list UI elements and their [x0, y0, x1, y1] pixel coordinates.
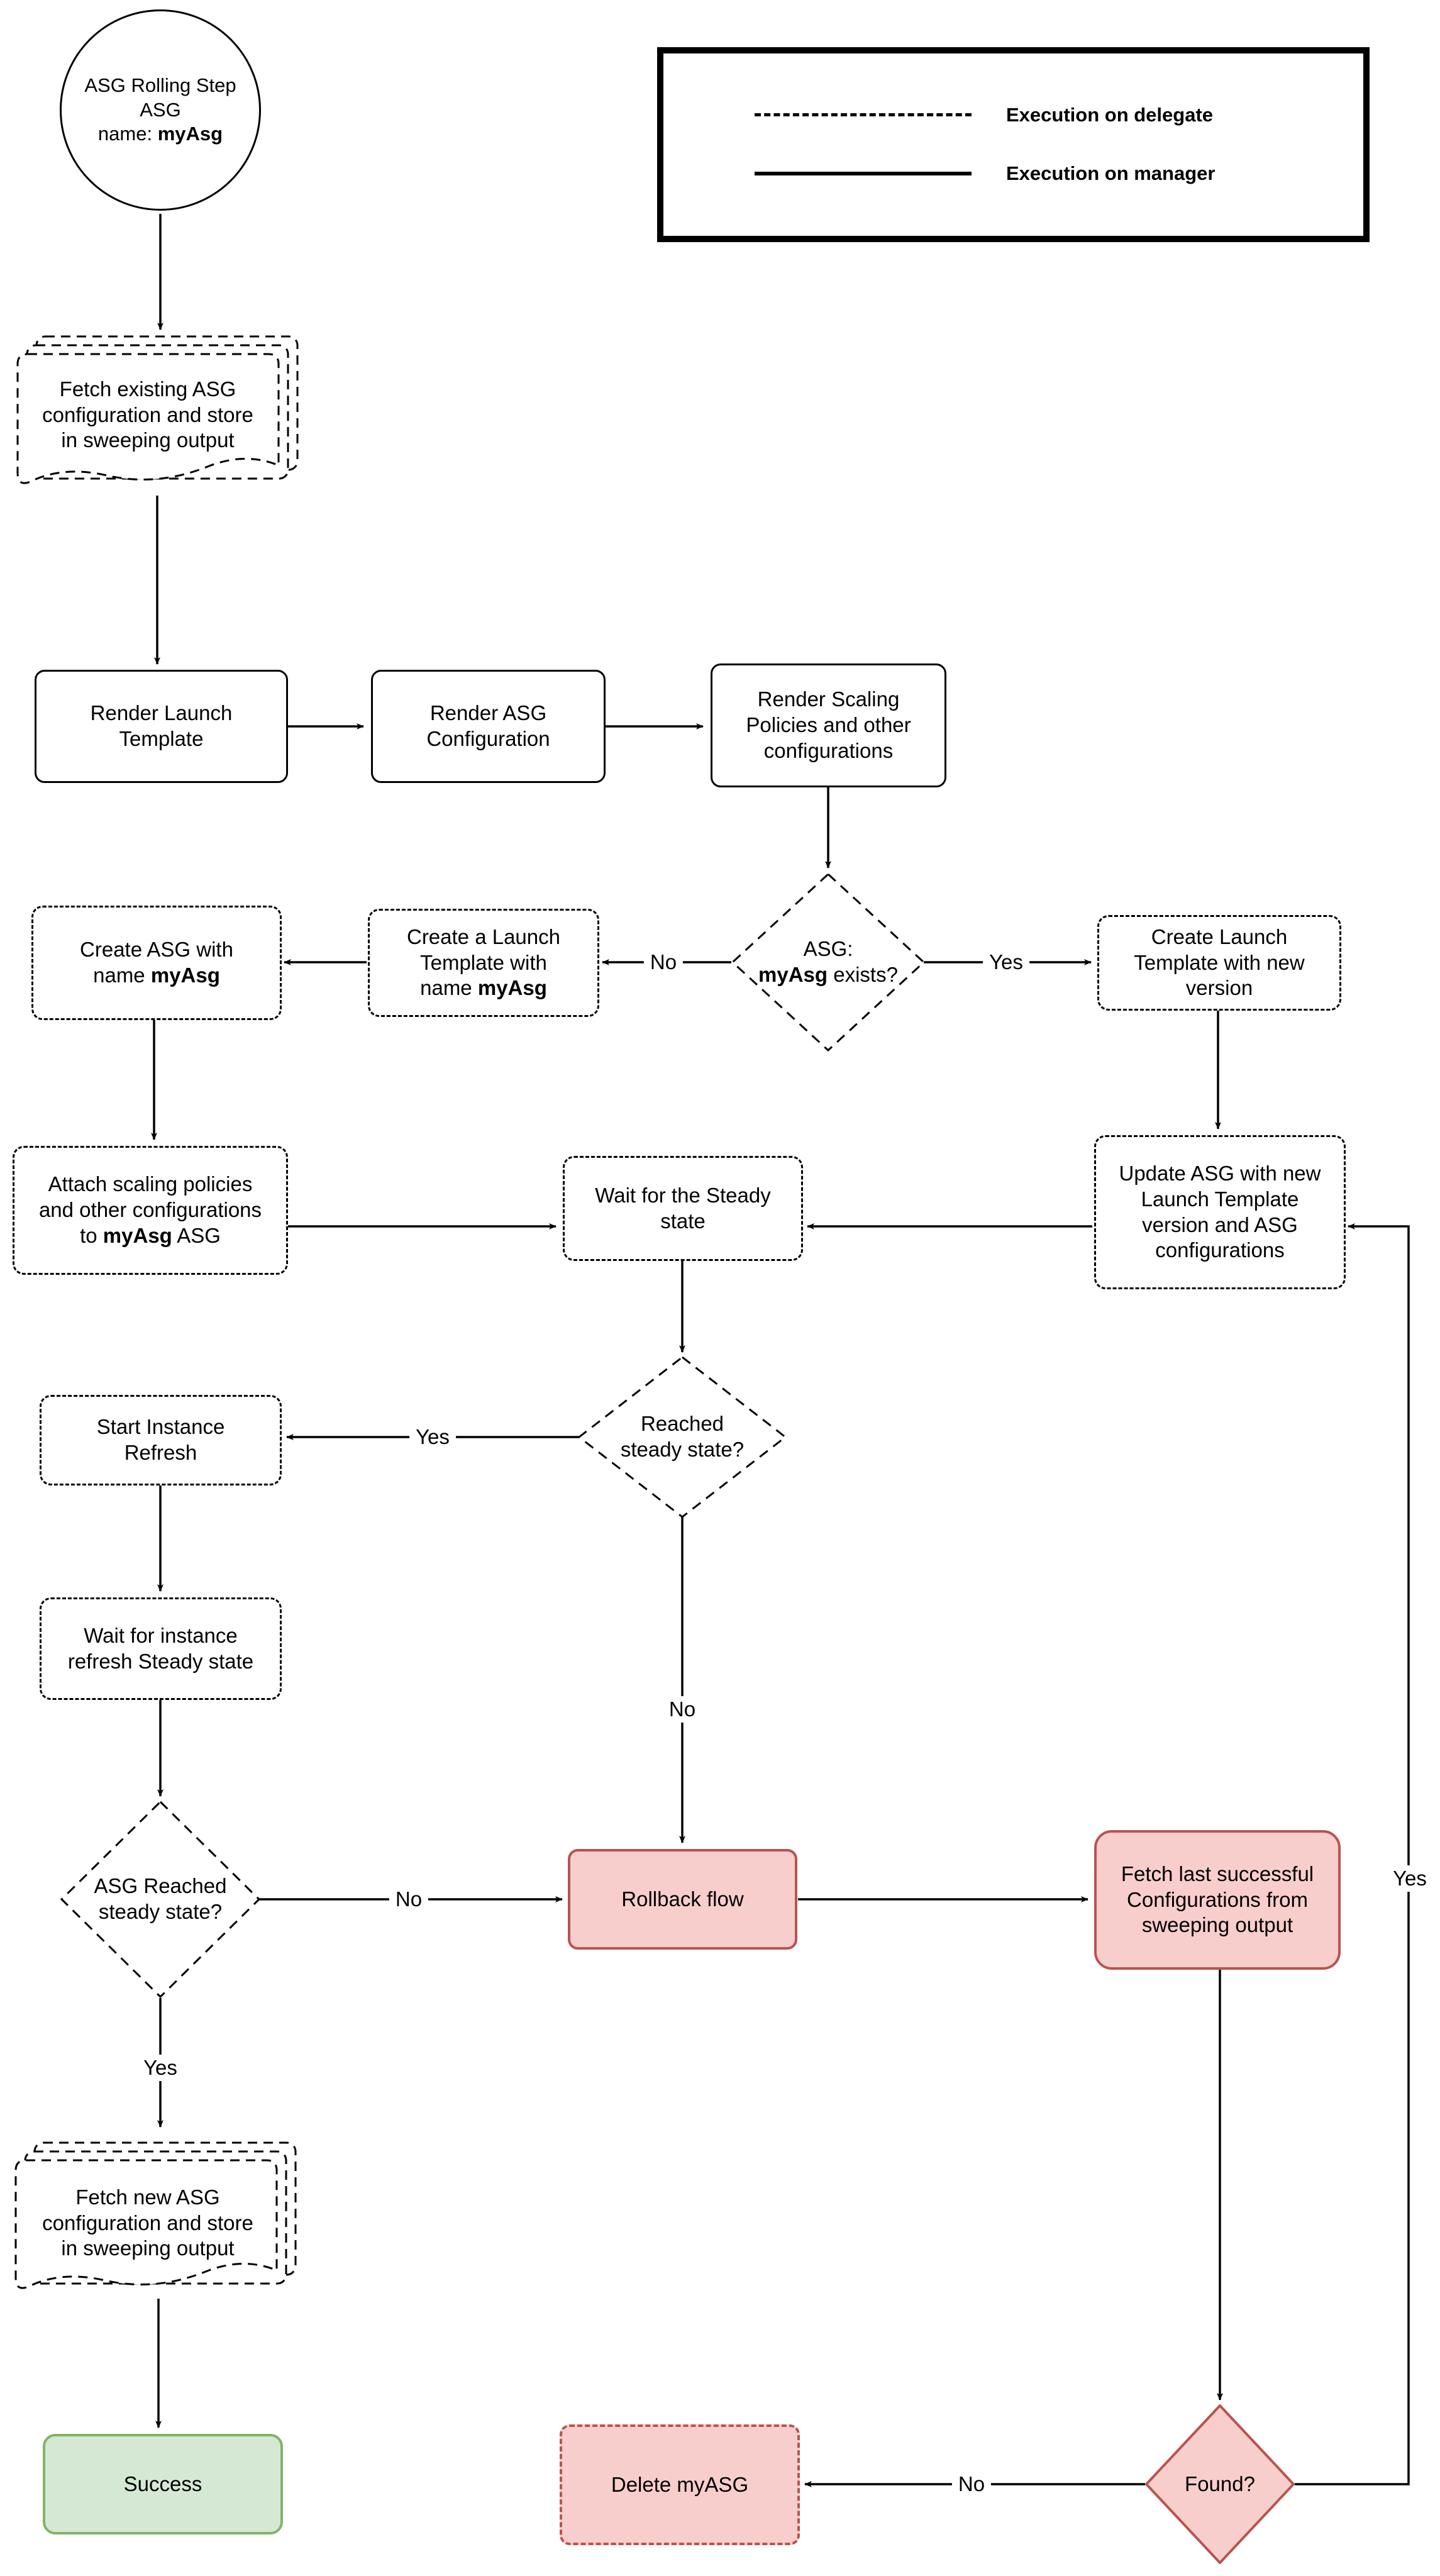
diamond-reached-steady — [577, 1356, 787, 1518]
diamond-asg-exists — [731, 872, 926, 1052]
node-wait-for-steady-state: Wait for the Steady state — [563, 1156, 803, 1261]
node-fetch-existing-config: Fetch existing ASG configuration and sto… — [42, 377, 253, 452]
legend-box: Execution on delegate Execution on manag… — [657, 47, 1370, 242]
diamond-found — [1145, 2404, 1295, 2564]
node-render-asg-configuration: Render ASG Configuration — [371, 670, 606, 783]
fetch-new-doc-front — [14, 2159, 278, 2289]
edge-label-found-no: No — [951, 2471, 992, 2497]
legend-solid-line-sample — [755, 172, 972, 175]
node-asg-reached-steady-question: ASG Reached steady state? — [94, 1874, 227, 1923]
node-asg-exists-question: ASG: myAsg exists? — [758, 937, 898, 986]
node-delete-myasg: Delete myASG — [560, 2424, 800, 2545]
node-create-a-launch-template: Create a Launch Template with name myAsg — [368, 909, 599, 1017]
edge-label-reached-yes: Yes — [409, 1424, 456, 1450]
legend-dashed-line-sample — [755, 113, 972, 116]
node-found-question: Found? — [1185, 2472, 1255, 2496]
node-render-launch-template: Render Launch Template — [35, 670, 288, 783]
node-render-scaling-policies: Render Scaling Policies and other config… — [711, 663, 946, 787]
edge-label-asg-exists-no: No — [643, 949, 684, 975]
node-success: Success — [43, 2434, 283, 2534]
node-fetch-new-asg-config: Fetch new ASG configuration and store in… — [42, 2185, 253, 2260]
node-create-asg: Create ASG with name myAsg — [31, 906, 282, 1020]
node-fetch-last-successful-configurations: Fetch last successful Configurations fro… — [1094, 1830, 1341, 1970]
edge-label-asg-exists-yes: Yes — [983, 949, 1029, 975]
node-start-circle: ASG Rolling Step ASG name: myAsg — [60, 9, 261, 211]
node-start-instance-refresh: Start Instance Refresh — [40, 1395, 282, 1485]
edge-label-found-yes: Yes — [1387, 1865, 1433, 1892]
edge-label-reached-no: No — [662, 1696, 702, 1723]
edge-label-asg-reached-no: No — [389, 1886, 429, 1913]
legend-label-manager: Execution on manager — [1006, 162, 1216, 184]
node-create-launch-template-new-version: Create Launch Template with new version — [1097, 915, 1341, 1011]
legend-label-delegate: Execution on delegate — [1006, 104, 1214, 126]
edge-label-asg-reached-yes: Yes — [137, 2055, 184, 2081]
node-attach-scaling-policies: Attach scaling policies and other config… — [13, 1146, 288, 1275]
node-wait-instance-refresh-steady: Wait for instance refresh Steady state — [40, 1597, 282, 1700]
node-reached-steady-state-question: Reached steady state? — [620, 1412, 745, 1461]
edge-found-yes — [1295, 1223, 1410, 2485]
node-rollback-flow: Rollback flow — [568, 1849, 797, 1950]
fetch-existing-doc-front — [16, 353, 280, 484]
diamond-asg-reached-steady — [60, 1800, 261, 1999]
node-update-asg: Update ASG with new Launch Template vers… — [1094, 1135, 1346, 1289]
